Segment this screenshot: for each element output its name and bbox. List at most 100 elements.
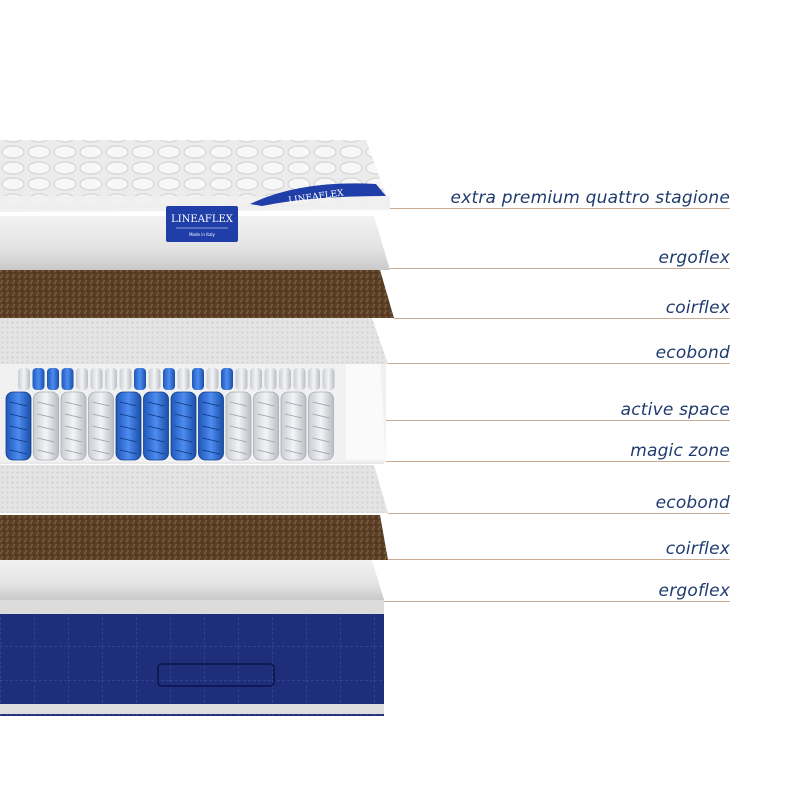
spring-coil [284, 413, 303, 419]
spring-coil [202, 401, 220, 407]
spring-coil [92, 425, 110, 431]
pocket-spring [18, 368, 30, 390]
pocket-spring [5, 391, 32, 461]
pocket-spring [148, 368, 161, 390]
spring-coil [312, 401, 330, 407]
spring-coil [119, 425, 138, 431]
pocket-spring [61, 368, 74, 390]
layer-coirflex-bottom [0, 515, 388, 560]
leader-line-top-cover [390, 208, 730, 209]
spring-coil [64, 437, 83, 443]
layer-ergoflex-bottom [0, 560, 384, 600]
spring-coil [229, 413, 248, 419]
pocket-spring [308, 368, 320, 390]
spring-coil [147, 413, 165, 419]
pocket-spring [32, 368, 45, 390]
layer-ecobond-bottom [0, 465, 388, 513]
spring-coil [119, 449, 138, 455]
layer-top-cover: LINEAFLEX [0, 140, 390, 212]
spring-coil [174, 413, 193, 419]
spring-coil [64, 413, 83, 419]
pocket-spring [293, 368, 306, 390]
pocket-spring [163, 368, 175, 390]
spring-coil [37, 449, 55, 455]
spring-coil [229, 425, 248, 431]
label-ecobond-top: ecobond [655, 343, 730, 363]
layer-ergoflex-top [0, 216, 390, 270]
pocket-spring [177, 368, 190, 390]
cover-brand-tag [250, 183, 386, 206]
pocket-spring [170, 391, 197, 461]
layer-active-space [0, 364, 386, 462]
spring-coil [257, 437, 275, 443]
leader-line-ecobond-bottom [388, 513, 730, 514]
pocket-spring [88, 391, 114, 461]
spring-coil [284, 449, 303, 455]
spring-coil [174, 449, 193, 455]
pocket-spring [134, 368, 146, 390]
pocket-spring [206, 368, 219, 390]
leader-line-active-space [386, 420, 730, 421]
label-ergoflex-top: ergoflex [658, 248, 730, 268]
mattress-base [0, 598, 384, 716]
pocket-spring [322, 368, 335, 390]
spring-coil [9, 437, 28, 443]
label-magic-zone: magic zone [630, 441, 730, 461]
pocket-spring [47, 368, 59, 390]
spring-coil [284, 401, 303, 407]
label-active-space: active space [620, 400, 730, 420]
spring-coil [229, 401, 248, 407]
spring-coil [284, 437, 303, 443]
base-handle [157, 663, 275, 687]
spring-coil [229, 449, 248, 455]
spring-coil [147, 437, 165, 443]
spring-coil [257, 413, 275, 419]
logo-subtext: Made in Italy [189, 232, 215, 237]
spring-coil [174, 401, 193, 407]
label-top-cover: extra premium quattro stagione [450, 188, 730, 208]
spring-coil [312, 413, 330, 419]
spring-coil [64, 401, 83, 407]
pocket-spring [76, 368, 88, 390]
leader-line-magic-zone [386, 461, 730, 462]
spring-coil [257, 425, 275, 431]
pocket-spring [198, 391, 224, 461]
pocket-spring [119, 368, 132, 390]
pocket-spring [225, 391, 252, 461]
leader-line-coirflex-top [394, 318, 730, 319]
spring-coil [312, 425, 330, 431]
pocket-spring [221, 368, 233, 390]
pocket-spring [143, 391, 169, 461]
spring-coil [9, 401, 28, 407]
leader-line-ergoflex-bottom [384, 601, 730, 602]
spring-coil [312, 449, 330, 455]
leader-line-coirflex-bottom [388, 559, 730, 560]
spring-coil [229, 437, 248, 443]
label-coirflex-bottom: coirflex [665, 539, 730, 559]
label-coirflex-top: coirflex [665, 298, 730, 318]
pocket-spring [33, 391, 59, 461]
spring-coil [147, 425, 165, 431]
spring-coil [92, 437, 110, 443]
leader-line-ergoflex-top [390, 268, 730, 269]
spring-coil [37, 425, 55, 431]
pocket-spring [60, 391, 87, 461]
spring-coil [174, 425, 193, 431]
pocket-spring [90, 368, 103, 390]
spring-coil [119, 437, 138, 443]
label-ecobond-bottom: ecobond [655, 493, 730, 513]
spring-coil [202, 449, 220, 455]
spring-coil [9, 413, 28, 419]
layer-ecobond-top [0, 318, 388, 364]
spring-coil [202, 425, 220, 431]
pocket-spring [250, 368, 262, 390]
spring-coil [257, 401, 275, 407]
pocket-spring [115, 391, 142, 461]
spring-coil [147, 401, 165, 407]
spring-coil [37, 401, 55, 407]
pocket-spring [264, 368, 277, 390]
layer-coirflex-top [0, 270, 394, 318]
brand-logo-label: LINEAFLEX Made in Italy [166, 206, 238, 242]
spring-coil [119, 401, 138, 407]
spring-coil [64, 449, 83, 455]
